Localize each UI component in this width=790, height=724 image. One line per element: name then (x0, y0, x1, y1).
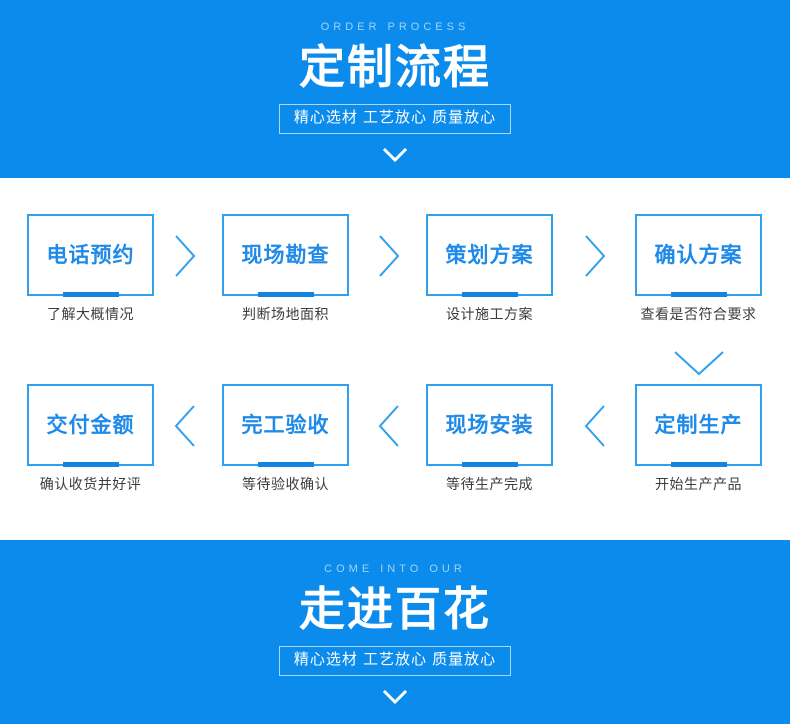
process-step-3[interactable]: 策划方案 设计施工方案 (426, 214, 553, 322)
process-step-underline (670, 462, 727, 467)
process-step-underline (670, 292, 727, 297)
chevron-down-icon (0, 145, 790, 165)
chevron-left-icon (578, 401, 612, 451)
banner-tagline-wrapper: 精心选材 工艺放心 质量放心 (0, 104, 790, 134)
process-step-box[interactable]: 电话预约 (27, 214, 154, 297)
process-step-label: 确认方案 (654, 243, 743, 267)
process-step-underline (62, 462, 119, 467)
process-step-1[interactable]: 电话预约 了解大概情况 (27, 214, 154, 322)
chevron-right-icon (168, 231, 202, 281)
process-step-box[interactable]: 定制生产 (635, 384, 762, 467)
process-step-2[interactable]: 现场勘查 判断场地面积 (222, 214, 349, 322)
process-step-caption: 判断场地面积 (242, 306, 329, 322)
process-step-underline (257, 292, 314, 297)
process-step-8[interactable]: 交付金额 确认收货并好评 (27, 384, 154, 492)
banner-title: 定制流程 (299, 41, 491, 93)
process-step-7[interactable]: 完工验收 等待验收确认 (222, 384, 349, 492)
process-step-label: 交付金额 (46, 413, 135, 437)
process-step-label: 完工验收 (241, 413, 330, 437)
process-step-label: 现场勘查 (241, 243, 330, 267)
chevron-right-icon (372, 231, 406, 281)
process-step-4[interactable]: 确认方案 查看是否符合要求 (635, 214, 762, 322)
process-step-caption: 确认收货并好评 (39, 476, 142, 492)
process-step-box[interactable]: 策划方案 (426, 214, 553, 297)
process-step-box[interactable]: 现场安装 (426, 384, 553, 467)
banner-tagline-wrapper: 精心选材 工艺放心 质量放心 (0, 646, 790, 676)
process-row-2: 交付金额 确认收货并好评 完工验收 等待验收确认 现场安装 (0, 384, 790, 524)
banner-tagline: 精心选材 工艺放心 质量放心 (278, 646, 512, 676)
process-row-1: 电话预约 了解大概情况 现场勘查 判断场地面积 策划方案 (0, 214, 790, 354)
process-step-box[interactable]: 交付金额 (27, 384, 154, 467)
process-step-caption: 开始生产产品 (655, 476, 742, 492)
process-step-box[interactable]: 现场勘查 (222, 214, 349, 297)
process-step-label: 策划方案 (445, 243, 534, 267)
process-step-underline (62, 292, 119, 297)
banner-eyebrow: ORDER PROCESS (320, 21, 470, 33)
banner-tagline: 精心选材 工艺放心 质量放心 (278, 104, 512, 134)
process-step-label: 现场安装 (445, 413, 534, 437)
process-step-caption: 查看是否符合要求 (640, 306, 757, 322)
process-step-box[interactable]: 完工验收 (222, 384, 349, 467)
chevron-left-icon (168, 401, 202, 451)
process-flow-area: 电话预约 了解大概情况 现场勘查 判断场地面积 策划方案 (0, 178, 790, 540)
process-step-5[interactable]: 定制生产 开始生产产品 (635, 384, 762, 492)
banner-eyebrow: COME INTO OUR (324, 563, 466, 575)
order-process-banner: ORDER PROCESS 定制流程 精心选材 工艺放心 质量放心 (0, 0, 790, 178)
come-into-our-banner: COME INTO OUR 走进百花 精心选材 工艺放心 质量放心 (0, 540, 790, 724)
process-step-underline (461, 462, 518, 467)
process-step-box[interactable]: 确认方案 (635, 214, 762, 297)
process-step-underline (461, 292, 518, 297)
chevron-left-icon (372, 401, 406, 451)
process-step-label: 定制生产 (654, 413, 743, 437)
process-step-caption: 等待生产完成 (446, 476, 533, 492)
process-step-caption: 设计施工方案 (446, 306, 533, 322)
banner-title: 走进百花 (299, 583, 491, 635)
process-step-caption: 了解大概情况 (47, 306, 134, 322)
process-step-6[interactable]: 现场安装 等待生产完成 (426, 384, 553, 492)
chevron-right-icon (578, 231, 612, 281)
process-step-label: 电话预约 (46, 243, 135, 267)
process-step-underline (257, 462, 314, 467)
chevron-down-icon (0, 687, 790, 707)
chevron-down-icon (669, 348, 729, 378)
process-step-caption: 等待验收确认 (242, 476, 329, 492)
